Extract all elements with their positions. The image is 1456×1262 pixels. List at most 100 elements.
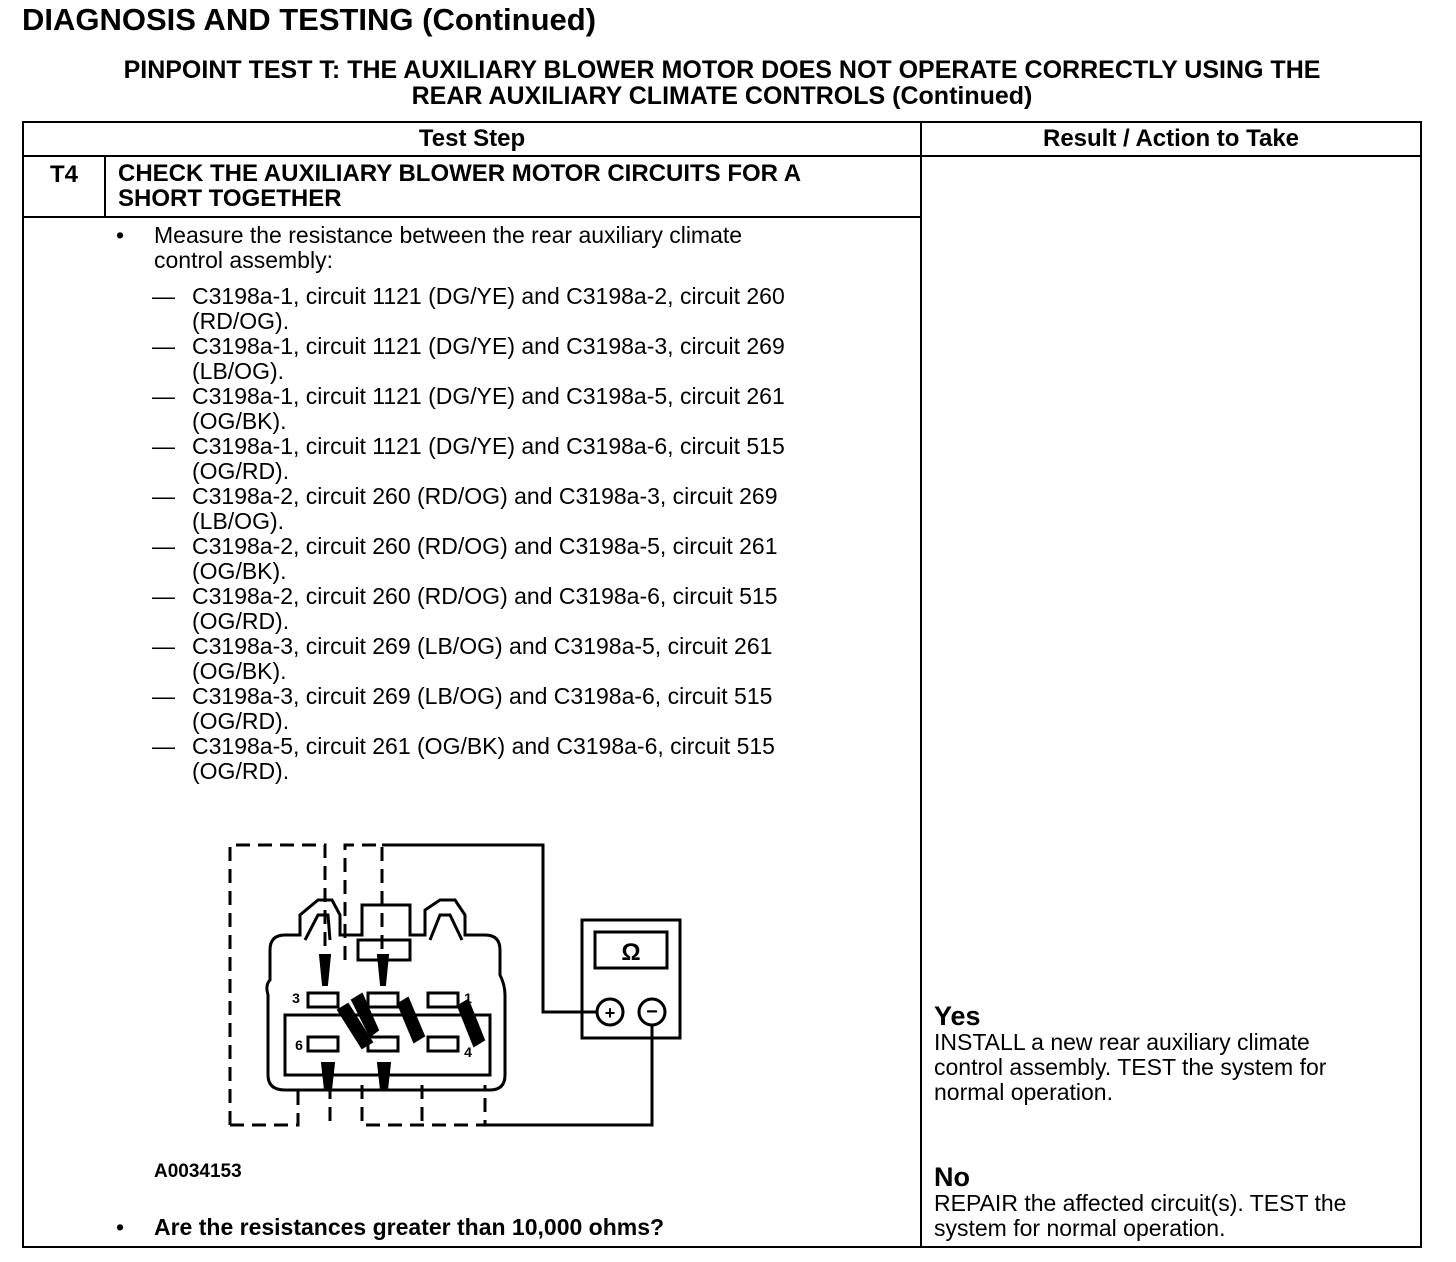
result-yes-label: Yes xyxy=(934,1001,981,1031)
ohmmeter-negative-jack xyxy=(637,997,667,1027)
connector-lock-tab xyxy=(356,938,412,962)
step-title-divider xyxy=(22,216,922,218)
measurement-line-1: C3198a-2, circuit 260 (RD/OG) and C3198a… xyxy=(192,483,778,509)
result-yes-line-1: INSTALL a new rear auxiliary climate xyxy=(934,1029,1310,1055)
pin-label-1: 1 xyxy=(464,990,472,1006)
bullet-glyph: • xyxy=(116,1214,125,1240)
measurement-line-2: (OG/BK). xyxy=(192,558,287,584)
column-header-result: Result / Action to Take xyxy=(1042,125,1300,152)
plus-sign: + xyxy=(605,1003,616,1023)
result-no: No REPAIR the affected circuit(s). TEST … xyxy=(934,1163,1404,1241)
terminal-1 xyxy=(426,991,460,1009)
dash-glyph: — xyxy=(152,433,175,459)
probe-tip xyxy=(376,954,390,986)
terminal-2 xyxy=(366,991,400,1009)
test-title-line-2: REAR AUXILIARY CLIMATE CONTROLS (Continu… xyxy=(411,82,1033,110)
test-table xyxy=(22,121,1422,1248)
column-header-test-step: Test Step xyxy=(418,125,526,152)
terminal-6 xyxy=(306,1035,340,1053)
column-divider xyxy=(920,121,922,1246)
bullet-glyph: • xyxy=(116,222,125,248)
probe-tip xyxy=(456,998,486,1048)
minus-sign: − xyxy=(646,1001,658,1023)
pin-label-6: 6 xyxy=(295,1037,303,1053)
measurement-line-1: C3198a-1, circuit 1121 (DG/YE) and C3198… xyxy=(192,283,785,309)
result-yes-line-2: control assembly. TEST the system for xyxy=(934,1054,1327,1080)
measurement-item: — C3198a-3, circuit 269 (LB/OG) and C319… xyxy=(152,684,912,734)
pin-label-4: 4 xyxy=(464,1044,472,1060)
connector-outline xyxy=(265,898,507,1092)
pin-label-3: 3 xyxy=(292,990,300,1006)
terminal-3 xyxy=(306,991,340,1009)
step-title: CHECK THE AUXILIARY BLOWER MOTOR CIRCUIT… xyxy=(118,161,908,211)
dash-glyph: — xyxy=(152,583,175,609)
measurement-line-1: C3198a-3, circuit 269 (LB/OG) and C3198a… xyxy=(192,683,773,709)
connector-inner-ridge xyxy=(283,1013,492,1077)
measurement-list: — C3198a-1, circuit 1121 (DG/YE) and C31… xyxy=(152,284,912,784)
connector-latch xyxy=(303,913,332,941)
ohmmeter-body xyxy=(580,918,682,1040)
measurement-item: — C3198a-1, circuit 1121 (DG/YE) and C31… xyxy=(152,384,912,434)
ohmmeter-display xyxy=(593,930,669,970)
step-id: T4 xyxy=(49,161,78,188)
page-header: DIAGNOSIS AND TESTING (Continued) xyxy=(22,2,597,37)
dashed-lead xyxy=(343,843,384,960)
question-text: Are the resistances greater than 10,000 … xyxy=(154,1214,665,1240)
result-yes-line-3: normal operation. xyxy=(934,1079,1113,1105)
measurement-item: — C3198a-5, circuit 261 (OG/BK) and C319… xyxy=(152,734,912,784)
result-no-action: REPAIR the affected circuit(s). TEST the… xyxy=(934,1191,1404,1241)
probe-tip xyxy=(376,1062,392,1091)
step-title-line-1: CHECK THE AUXILIARY BLOWER MOTOR CIRCUIT… xyxy=(118,160,802,187)
result-no-line-1: REPAIR the affected circuit(s). TEST the xyxy=(934,1190,1347,1216)
figure-id: A0034153 xyxy=(154,1161,242,1182)
dash-glyph: — xyxy=(152,533,175,559)
result-no-label: No xyxy=(934,1162,970,1192)
instruction-line-2: control assembly: xyxy=(154,247,333,273)
measurement-item: — C3198a-1, circuit 1121 (DG/YE) and C31… xyxy=(152,284,912,334)
probe-tip xyxy=(336,1002,374,1050)
measurement-line-2: (OG/BK). xyxy=(192,658,287,684)
measurement-item: — C3198a-2, circuit 260 (RD/OG) and C319… xyxy=(152,484,912,534)
measurement-line-2: (OG/RD). xyxy=(192,458,290,484)
dash-glyph: — xyxy=(152,733,175,759)
measurement-line-2: (OG/RD). xyxy=(192,608,290,634)
probe-tip xyxy=(350,992,380,1038)
measurement-line-2: (LB/OG). xyxy=(192,358,285,384)
instruction-line-1: Measure the resistance between the rear … xyxy=(154,222,743,248)
dash-glyph: — xyxy=(152,283,175,309)
meter-negative-lead xyxy=(485,1024,654,1127)
measurement-line-2: (OG/RD). xyxy=(192,758,290,784)
ohm-symbol: Ω xyxy=(621,939,640,966)
measurement-item: — C3198a-3, circuit 269 (LB/OG) and C319… xyxy=(152,634,912,684)
dashed-lead xyxy=(230,1085,300,1127)
dashed-lead xyxy=(228,843,327,1125)
connector-latch xyxy=(428,913,464,941)
probe-tip xyxy=(396,996,426,1044)
measurement-item: — C3198a-1, circuit 1121 (DG/YE) and C31… xyxy=(152,434,912,484)
terminal-4 xyxy=(426,1035,460,1053)
test-title-line-1: PINPOINT TEST T: THE AUXILIARY BLOWER MO… xyxy=(123,56,1321,84)
dashed-lead xyxy=(360,1085,487,1127)
ohmmeter-positive-jack xyxy=(595,997,625,1027)
measurement-line-1: C3198a-1, circuit 1121 (DG/YE) and C3198… xyxy=(192,333,785,359)
measurement-line-1: C3198a-5, circuit 261 (OG/BK) and C3198a… xyxy=(192,733,775,759)
measurement-line-2: (OG/BK). xyxy=(192,408,287,434)
header-row-divider xyxy=(22,155,1422,157)
measurement-line-1: C3198a-1, circuit 1121 (DG/YE) and C3198… xyxy=(192,433,785,459)
result-yes: Yes INSTALL a new rear auxiliary climate… xyxy=(934,1002,1404,1105)
result-no-line-2: system for normal operation. xyxy=(934,1215,1226,1241)
measurement-line-1: C3198a-3, circuit 269 (LB/OG) and C3198a… xyxy=(192,633,773,659)
result-yes-action: INSTALL a new rear auxiliary climate con… xyxy=(934,1030,1404,1105)
measurement-line-2: (RD/OG). xyxy=(192,308,290,334)
connector-ohmmeter-diagram: Ω + − 3 1 6 4 xyxy=(228,843,682,1127)
dash-glyph: — xyxy=(152,333,175,359)
measurement-line-1: C3198a-2, circuit 260 (RD/OG) and C3198a… xyxy=(192,583,778,609)
step-id-divider xyxy=(104,155,106,218)
meter-positive-lead xyxy=(382,843,597,1014)
measurement-line-1: C3198a-2, circuit 260 (RD/OG) and C3198a… xyxy=(192,533,778,559)
measurement-line-2: (OG/RD). xyxy=(192,708,290,734)
dash-glyph: — xyxy=(152,633,175,659)
measurement-item: — C3198a-2, circuit 260 (RD/OG) and C319… xyxy=(152,584,912,634)
dash-glyph: — xyxy=(152,683,175,709)
probe-tip xyxy=(320,1062,336,1091)
